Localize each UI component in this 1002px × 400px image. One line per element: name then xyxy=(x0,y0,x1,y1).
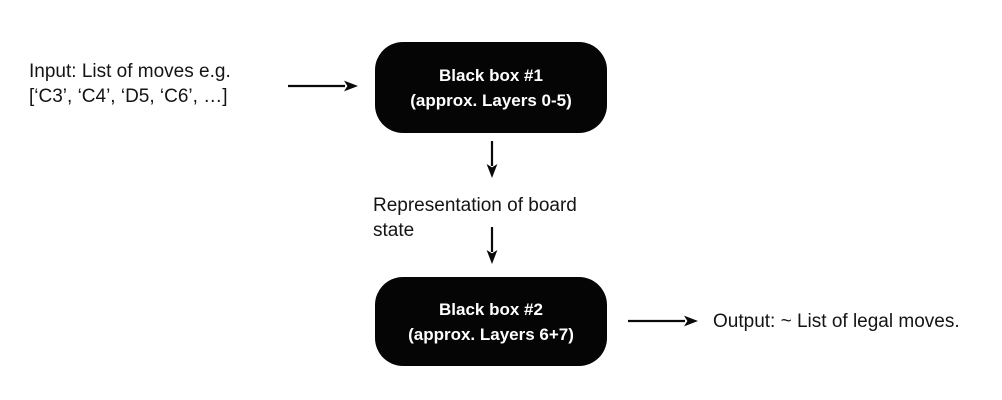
board-state-label-line1: Representation of board xyxy=(373,195,577,216)
black-box-1: Black box #1 (approx. Layers 0-5) xyxy=(375,42,607,133)
black-box-2: Black box #2 (approx. Layers 6+7) xyxy=(375,277,607,366)
black-box-2-subtitle: (approx. Layers 6+7) xyxy=(408,324,574,344)
right-arrow-icon xyxy=(628,315,698,327)
right-arrow-icon xyxy=(288,80,358,92)
black-box-1-subtitle: (approx. Layers 0-5) xyxy=(410,90,572,110)
output-label: Output: ~ List of legal moves. xyxy=(713,311,960,332)
input-label: Input: List of moves e.g. [‘C3’, ‘C4’, ‘… xyxy=(29,59,231,109)
board-state-label-line2: state xyxy=(373,220,415,241)
down-arrow-icon xyxy=(486,141,498,178)
black-box-1-title: Black box #1 xyxy=(439,65,543,85)
input-label-line1: Input: List of moves e.g. xyxy=(29,61,231,82)
board-state-label: Representation of board state xyxy=(373,193,577,243)
input-label-line2: [‘C3’, ‘C4’, ‘D5, ‘C6’, …] xyxy=(29,86,228,107)
black-box-2-title: Black box #2 xyxy=(439,299,543,319)
down-arrow-icon xyxy=(486,227,498,264)
